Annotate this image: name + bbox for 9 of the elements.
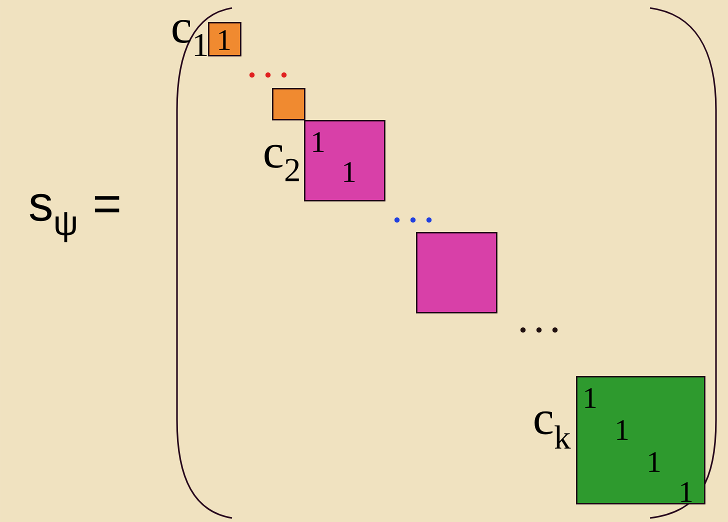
- coefficient-label: c$_{1}$: [172, 20, 207, 56]
- coefficient-label: c$_{k}$: [534, 411, 571, 449]
- formula-label: s$_{ψ}$ =: [30, 194, 120, 242]
- matrix-block: 1: [208, 22, 242, 56]
- matrix-block: [416, 232, 498, 314]
- coefficient-label: c$_{2}$: [264, 144, 299, 182]
- matrix-block: 1 1: [304, 120, 386, 202]
- matrix-block: [272, 88, 306, 120]
- matrix-block: 1 1 1 1: [576, 376, 706, 504]
